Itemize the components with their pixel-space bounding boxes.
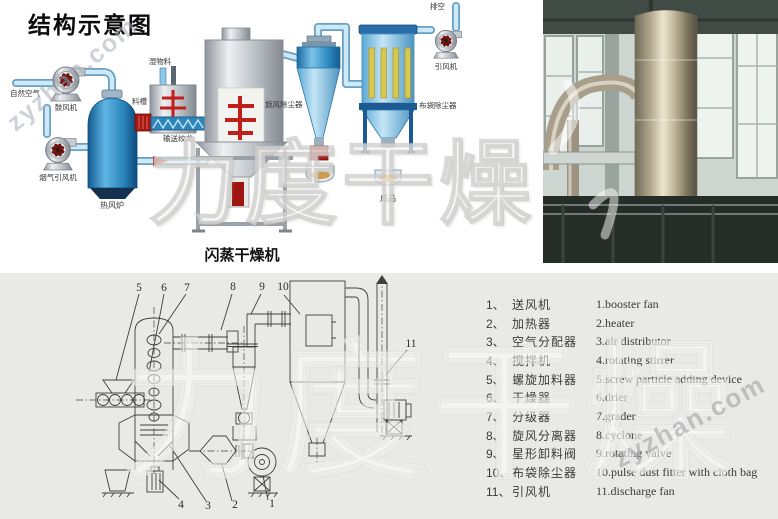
hot-air-furnace [87,89,138,199]
legend-number: 6、 [486,391,505,406]
legend-cn: 引风机 [512,484,552,499]
legend-item: 3、空气分配器 3.air distributor [486,332,774,351]
flue-gas-fan [43,137,77,171]
legend-number: 3、 [486,335,505,350]
legend-cn: 搅拌机 [512,353,552,368]
watermark-strokes [548,80,619,240]
callout-11: 11 [405,338,416,350]
label-finished-product: 成品 [380,193,396,203]
legend-en: 9.rotating valve [596,446,672,461]
legend-item: 10、布袋除尘器 10.pulse dust fitter with cloth … [486,463,774,482]
legend-item: 5、螺旋加料器 5.screw particle adding device [486,370,774,389]
ld-discharge-fan-motor [380,399,412,441]
legend-item: 11、引风机 11.discharge fan [486,482,774,501]
label-blower: 鼓风机 [55,102,78,112]
page-title: 结构示意图 [28,12,153,38]
label-natural-air: 自然空气 [10,88,40,98]
legend-en: 10.pulse dust fitter with cloth bag [596,465,758,480]
legend-number: 8、 [486,428,505,443]
ld-riser-duct [246,311,291,346]
flow-arrow [153,156,168,166]
legend-item: 9、星形卸料阀 9.rotating valve [486,445,774,464]
ld-duct-to-cyclone [173,330,239,353]
callout-leaders [115,293,408,502]
legend-en: 1.booster fan [596,296,659,311]
induced-draft-fan [433,29,462,59]
legend-en: 8.cyclone [596,427,643,442]
label-exhaust: 排空 [430,1,445,11]
flash-dryer-caption: 闪蒸干燥机 [204,246,279,264]
legend-item: 8、旋风分离器 8.cyclone [486,426,774,445]
screw-conveyor [134,113,210,132]
legend-en: 11.discharge fan [596,483,675,498]
label-wet-material: 湿物料 [149,56,172,66]
legend-item: 7、分级器 7.grader [486,407,774,426]
legend-number: 5、 [486,372,505,387]
legend-en: 3.air distributor [596,334,671,349]
callout-3: 3 [205,500,211,512]
label-hot-air-furnace: 热风炉 [100,200,124,210]
legend-cn: 加热器 [512,316,552,331]
legend-cn: 螺旋加料器 [512,372,578,387]
bag-filter [358,24,418,186]
legend-en: 5.screw particle adding device [596,371,742,386]
ld-blower [241,442,278,498]
callout-4: 4 [178,499,184,511]
ld-cyclone [227,343,258,441]
cyclone-separator [296,35,341,183]
label-cyclone: 旋风除尘器 [265,99,303,109]
legend-cn: 旋风分离器 [512,428,578,443]
ld-outlet-downpipe [345,287,377,409]
legend-cn: 星形卸料阀 [512,447,578,462]
legend-cn: 干燥器 [512,391,552,406]
legend-item: 2、加热器 2.heater [486,314,774,333]
callout-6: 6 [161,282,167,294]
callout-2: 2 [232,499,238,511]
label-flue-gas-fan: 烟气引风机 [39,172,77,182]
callout-10: 10 [277,281,289,293]
legend-item: 6、干燥器 6.drier [486,388,774,407]
legend-number: 9、 [486,447,505,462]
blower-fan [50,66,86,102]
bottom-section: 5 6 7 8 9 10 11 4 3 2 1 1、送风机 1.booster f… [0,273,778,519]
legend-cn: 分级器 [512,409,552,424]
line-diagram: 5 6 7 8 9 10 11 4 3 2 1 [76,275,417,512]
legend-cn: 空气分配器 [512,335,578,350]
factory-pipes [543,74,646,210]
legend-item: 4、搅拌机 4.rotating stirrer [486,351,774,370]
legend-en: 4.rotating stirrer [596,352,674,367]
ld-bag-filter [289,280,346,457]
ld-stirrer-motor [146,466,164,493]
legend-cn: 布袋除尘器 [512,466,578,481]
factory-platform [543,196,778,263]
legend-number: 10、 [486,466,512,481]
callout-8: 8 [230,281,236,293]
legend-number: 4、 [486,353,505,368]
callout-1: 1 [269,498,275,510]
flash-dryer-tower [190,27,293,233]
legend-number: 7、 [486,409,505,424]
equipment-photo [543,0,778,263]
legend: 1、送风机 1.booster fan 2、加热器 2.heater 3、空气分配器… [486,295,774,501]
legend-en: 7.grader [596,408,636,423]
ld-screw-feeder [95,379,145,408]
legend-number: 2、 [486,316,505,331]
label-conveying-screw: 输送绞龙 [163,133,193,143]
label-induced-draft-fan: 引风机 [435,61,458,71]
legend-cn: 送风机 [512,297,552,312]
label-bag-filter: 布袋除尘器 [419,100,457,110]
legend-number: 11、 [486,484,511,499]
callout-9: 9 [259,281,265,293]
legend-item: 1、送风机 1.booster fan [486,295,774,314]
label-feed-trough: 料槽 [132,96,147,106]
legend-en: 6.drier [596,390,628,405]
callout-5: 5 [136,282,142,294]
callout-7: 7 [184,282,190,294]
legend-en: 2.heater [596,315,635,330]
schematic-diagram: 自然空气 鼓风机 烟气引风机 热风炉 湿物料 料槽 输送绞龙 旋风除尘器 布袋除… [10,1,462,264]
legend-number: 1、 [486,297,505,312]
ld-discharge-stand [102,469,134,498]
